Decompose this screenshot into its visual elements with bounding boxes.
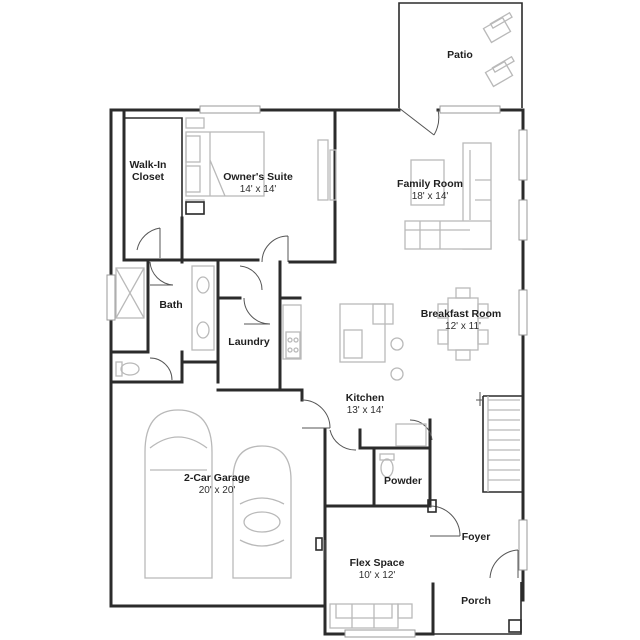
owners-suite-size: 14' x 14' — [240, 184, 277, 195]
bed-icon — [185, 117, 337, 215]
window-icon — [106, 105, 528, 638]
family-room-size: 18' x 14' — [412, 191, 449, 202]
flex-space-label: Flex Space — [350, 557, 405, 569]
door-swing-icon — [136, 107, 519, 579]
kitchen-island — [282, 303, 404, 381]
powder-label: Powder — [384, 475, 422, 487]
foyer-label: Foyer — [462, 531, 491, 543]
breakfast-table — [437, 287, 489, 361]
door-jambs — [185, 201, 437, 551]
family-room-label: Family Room — [397, 178, 463, 190]
toilet-icon — [115, 361, 427, 478]
bath-fixtures — [115, 265, 215, 351]
kitchen-size: 13' x 14' — [347, 405, 384, 416]
bath-label: Bath — [159, 299, 182, 311]
car-icon — [144, 409, 292, 579]
garage-label: 2-Car Garage — [184, 472, 250, 484]
walk-in-closet-label-1: Walk-In — [130, 159, 167, 171]
patio-area — [398, 2, 523, 108]
patio-label: Patio — [447, 49, 473, 61]
stair-icon — [476, 392, 520, 492]
walk-in-closet-label-2: Closet — [132, 171, 165, 183]
owners-suite-label: Owner's Suite — [223, 171, 293, 183]
sofa-icon — [404, 142, 492, 250]
patio-chair-icon — [482, 11, 515, 88]
garage-size: 20' x 20' — [199, 485, 236, 496]
breakfast-room-size: 12' x 11' — [445, 321, 481, 332]
kitchen-label: Kitchen — [346, 392, 385, 404]
porch-label: Porch — [461, 595, 491, 607]
flex-sofa-icon — [329, 603, 413, 629]
breakfast-room-label: Breakfast Room — [421, 308, 502, 320]
laundry-label: Laundry — [228, 336, 270, 348]
flex-space-size: 10' x 12' — [359, 570, 396, 581]
